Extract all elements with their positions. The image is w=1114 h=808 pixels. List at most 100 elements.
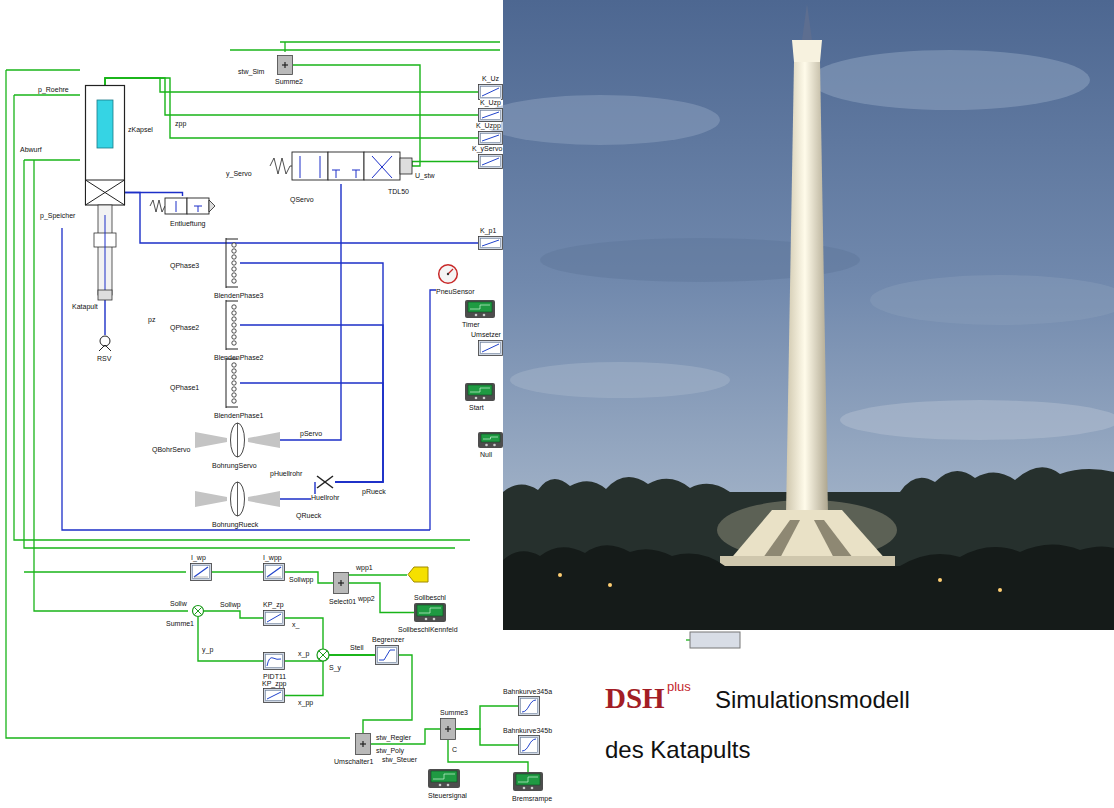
symbol-part [372, 156, 392, 178]
component-symbol [195, 422, 280, 458]
signal-name: stw_Steuer [382, 756, 417, 763]
symbol-part [482, 240, 499, 246]
symbol-part [232, 399, 236, 403]
signal-name: pHuellrohr [270, 470, 302, 477]
symbol-part [328, 152, 364, 180]
signal-name: Stell [350, 644, 364, 651]
component-block: BohrungRueck [195, 481, 280, 517]
symbol-part [362, 741, 363, 747]
symbol-part [431, 771, 457, 782]
component-symbol [315, 474, 335, 490]
symbol-part [226, 407, 238, 408]
symbol-part [248, 491, 280, 507]
symbol-part [194, 567, 208, 577]
component-block: K_p1 [478, 236, 503, 250]
symbol-part [300, 156, 301, 178]
signal-bus-part [6, 69, 80, 70]
symbol-part [284, 62, 285, 68]
signal-bus-part [6, 70, 350, 738]
symbol-part [522, 739, 536, 751]
symbol-part [334, 573, 349, 594]
symbol-part [232, 323, 236, 327]
component-block: K_Uzpp [478, 131, 503, 145]
component-symbol [478, 236, 503, 250]
component-block: Bremsrampe [513, 772, 543, 791]
component-label: BlendenPhase3 [214, 292, 263, 299]
symbol-part [364, 152, 400, 180]
component-symbol [478, 84, 503, 100]
component-symbol [333, 572, 349, 594]
symbol-part [481, 134, 501, 143]
signal-line [105, 78, 478, 138]
symbol-part [267, 692, 281, 699]
signal-name: QPhase2 [170, 324, 199, 331]
symbol-part [372, 156, 392, 178]
symbol-part [493, 444, 496, 447]
component-label: Bahnkurve345b [503, 727, 552, 734]
component-block: Begrenzer [375, 645, 399, 665]
signal-line [412, 162, 478, 167]
symbol-part [317, 476, 333, 488]
symbol-part [521, 699, 538, 714]
component-block: BlendenPhase1 [222, 358, 240, 408]
component-symbol [355, 733, 371, 755]
component-block: Huellrohr [315, 474, 335, 490]
symbol-part [479, 109, 503, 122]
hydraulic-line [240, 383, 383, 482]
component-symbol [263, 652, 285, 670]
hydraulic-line [280, 482, 315, 499]
component-symbol [465, 383, 495, 401]
symbol-part [195, 608, 202, 615]
component-symbol [478, 154, 503, 169]
component-block: Entlueftung [150, 196, 215, 216]
signal-bus-part [24, 571, 186, 572]
signal-line [349, 583, 414, 613]
symbol-part [481, 87, 501, 98]
signal-bus-part [24, 159, 80, 160]
symbol-part [417, 605, 443, 616]
component-symbol [263, 563, 285, 581]
component-symbol [222, 238, 240, 288]
symbol-part [292, 152, 328, 180]
photo-drop-tower-part [480, 95, 720, 145]
symbol-part [105, 215, 106, 293]
symbol-part [232, 279, 236, 283]
component-label: Select01 [329, 598, 356, 605]
component-label: BohrungServo [212, 462, 257, 469]
component-label: Entlueftung [170, 220, 205, 227]
photo-drop-tower-part [840, 400, 1114, 440]
symbol-part [231, 423, 245, 457]
component-symbol [270, 148, 412, 184]
symbol-part [193, 606, 204, 617]
symbol-part [191, 564, 212, 581]
symbol-part [513, 772, 543, 791]
symbol-part [198, 206, 199, 212]
photo-drop-tower-part [608, 583, 612, 587]
component-label: PneuSensor [436, 288, 475, 295]
component-label: PIDT11 [263, 673, 286, 680]
photo-drop-tower-part [792, 40, 822, 62]
component-label: I_wpp [263, 554, 282, 561]
symbol-part [482, 112, 499, 118]
signal-line [448, 740, 528, 772]
symbol-part [226, 301, 238, 302]
symbol-part [266, 655, 283, 668]
symbol-part [193, 566, 210, 579]
symbol-part [479, 341, 503, 356]
caption-text: Simulationsmodell des Katapults [605, 675, 925, 775]
component-symbol [263, 610, 285, 626]
component-symbol [277, 55, 293, 75]
component-label: K_yServo [472, 145, 502, 152]
component-symbol [518, 696, 540, 716]
signal-name: Sollwp [220, 601, 241, 608]
component-label: KP_zpp [262, 680, 287, 687]
component-block: Katapult [85, 85, 125, 300]
photo-drop-tower-part [558, 573, 562, 577]
symbol-part [232, 369, 236, 373]
signal-name: y_Servo [226, 170, 252, 177]
photo-drop-tower-part [998, 588, 1002, 592]
symbol-part [439, 784, 442, 787]
symbol-part [232, 363, 236, 367]
component-block: Start [465, 383, 495, 401]
